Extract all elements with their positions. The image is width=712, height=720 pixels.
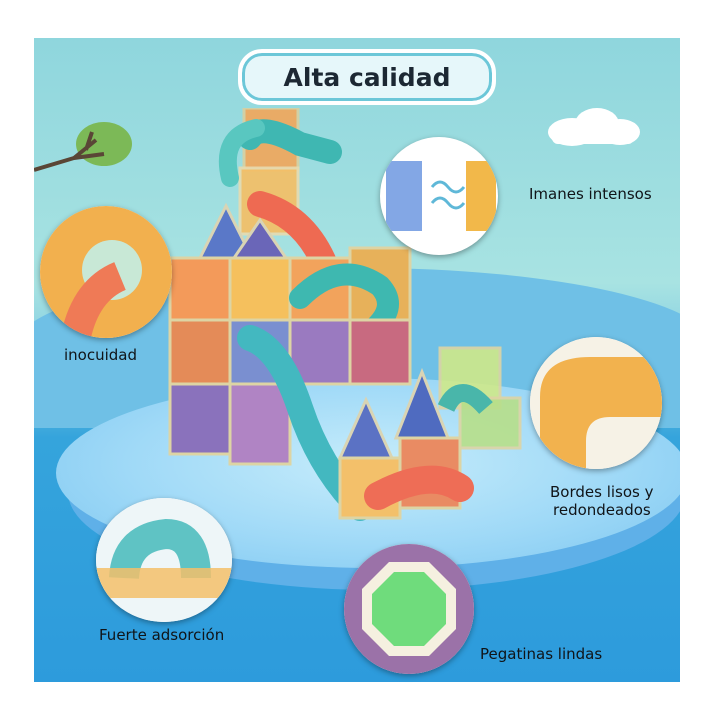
feature-label-stickers: Pegatinas lindas xyxy=(480,645,603,663)
feature-bubble-adhesion xyxy=(96,498,232,622)
feature-bubble-edges xyxy=(530,337,662,469)
feature-bubble-safety xyxy=(40,206,172,338)
rounded-edge-icon xyxy=(530,337,662,469)
feature-bubble-stickers xyxy=(344,544,474,674)
feature-label-safety: inocuidad xyxy=(64,346,138,364)
title-banner: Alta calidad xyxy=(238,49,496,105)
feature-label-edges-line2: redondeados xyxy=(553,501,651,519)
feature-label-adhesion: Fuerte adsorción xyxy=(99,626,225,644)
adhesion-tube-icon xyxy=(96,498,232,622)
cloud-icon xyxy=(548,108,640,146)
tree-icon xyxy=(34,122,132,172)
feature-label-edges-line1: Bordes lisos y xyxy=(550,483,654,501)
marble-run-toy xyxy=(168,108,522,521)
feature-label-magnets: Imanes intensos xyxy=(529,185,652,203)
safety-tile-icon xyxy=(40,206,172,338)
feature-bubble-magnets xyxy=(380,137,498,255)
page-title: Alta calidad xyxy=(283,62,451,92)
magnet-tiles-icon xyxy=(386,161,496,231)
sticker-octagon-icon xyxy=(344,544,474,674)
